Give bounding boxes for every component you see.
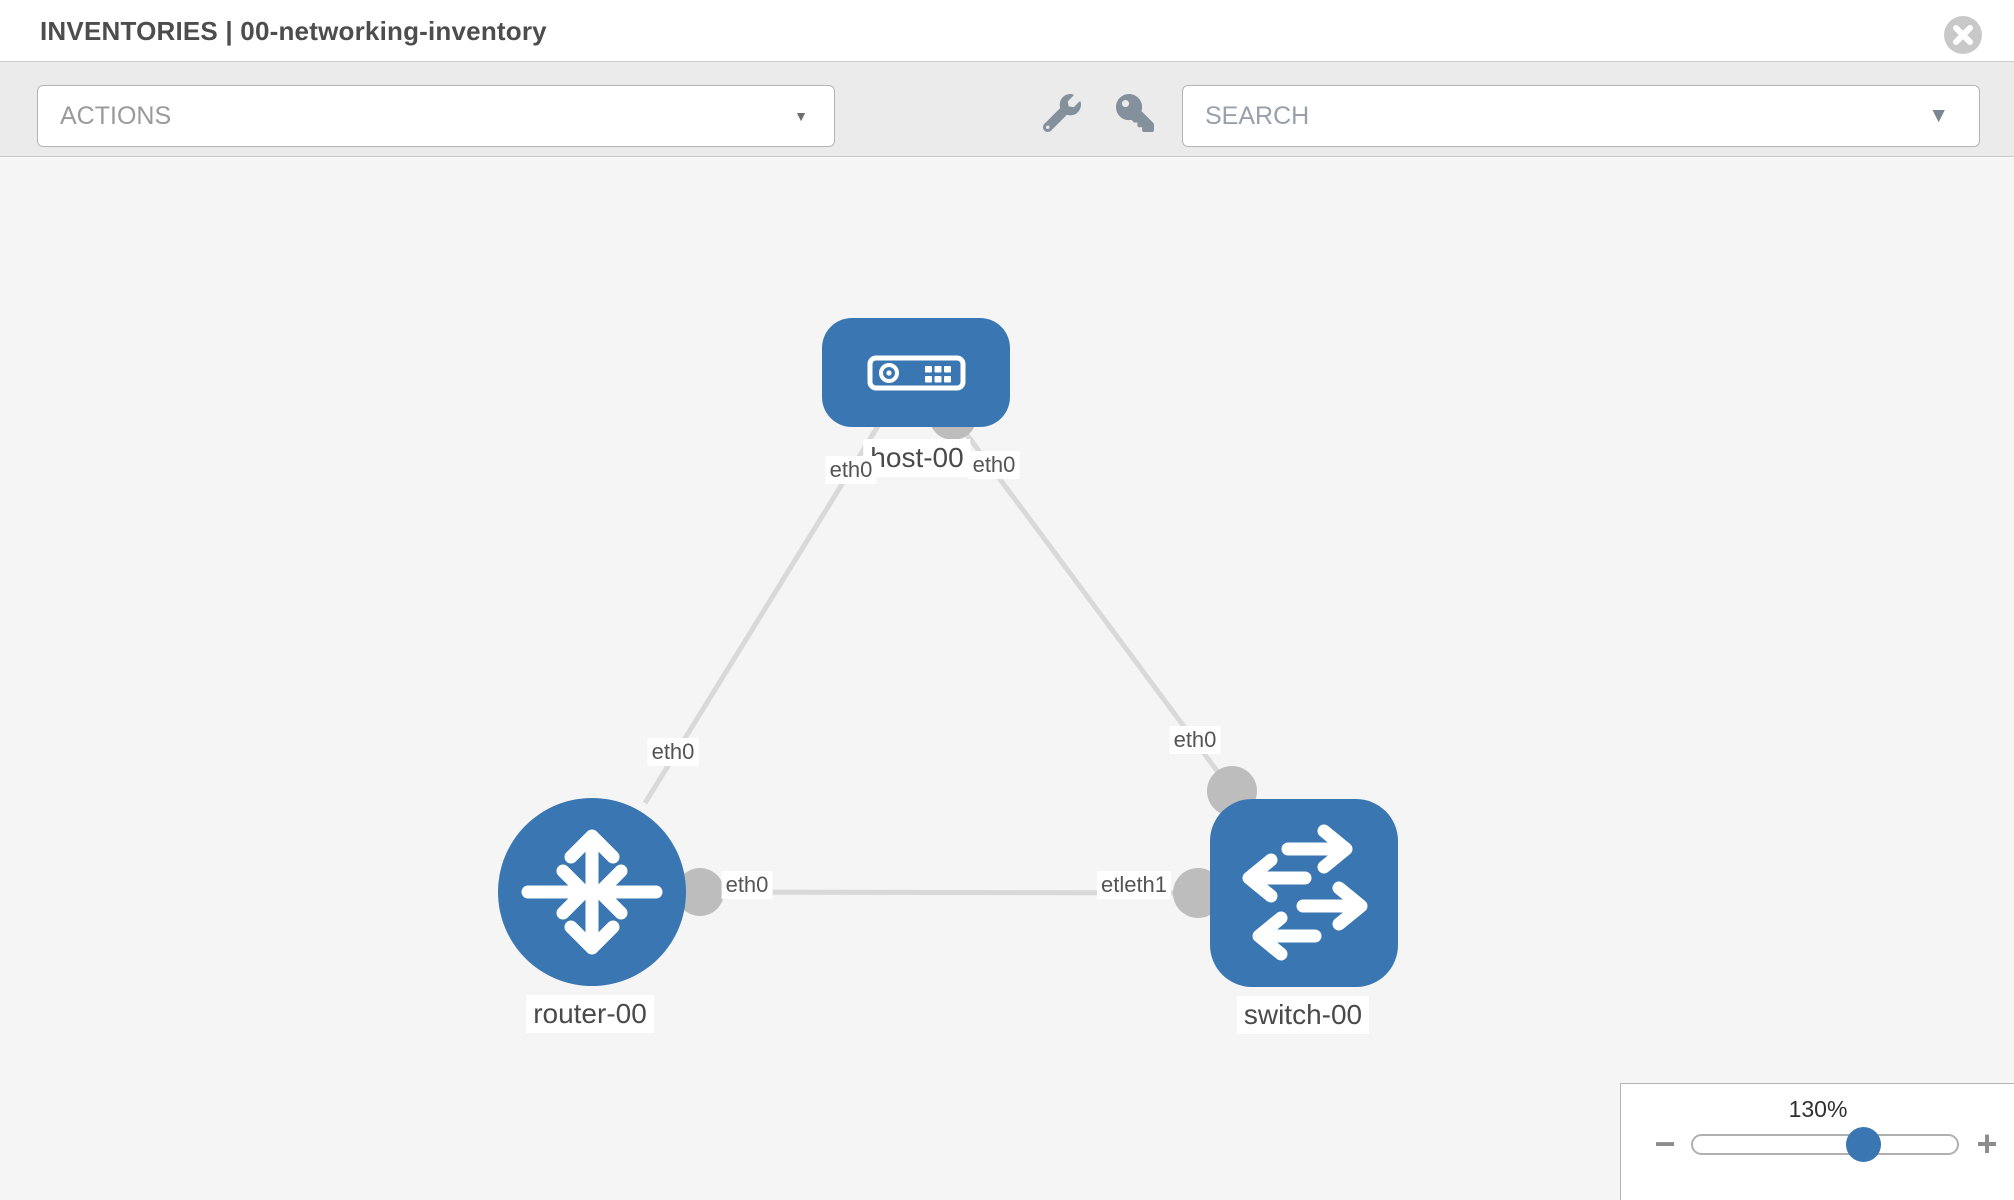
node-label-switch-00: switch-00 bbox=[1236, 996, 1370, 1034]
node-label-router-00: router-00 bbox=[526, 995, 654, 1033]
interface-label: eth0 bbox=[721, 871, 773, 899]
close-icon bbox=[1944, 16, 1982, 54]
interface-label: eth0 bbox=[1169, 726, 1221, 754]
switch-icon bbox=[1242, 824, 1368, 961]
node-switch-00[interactable] bbox=[1210, 799, 1398, 987]
interface-label: eth0 bbox=[647, 738, 699, 766]
host-icon bbox=[867, 355, 966, 391]
actions-dropdown-label: ACTIONS bbox=[60, 102, 172, 130]
zoom-level-value: 130% bbox=[1788, 1096, 1848, 1122]
node-host-00[interactable] bbox=[822, 318, 1010, 427]
actions-dropdown[interactable]: ACTIONS ▼ bbox=[37, 85, 835, 147]
close-button[interactable] bbox=[1944, 16, 1982, 54]
key-icon bbox=[1116, 94, 1154, 132]
node-label-host-00: host-00 bbox=[863, 439, 971, 477]
zoom-out-button[interactable]: − bbox=[1645, 1124, 1685, 1164]
link-endpoint[interactable] bbox=[676, 868, 724, 916]
search-dropdown-label: SEARCH bbox=[1205, 102, 1310, 130]
chevron-down-icon: ▼ bbox=[1928, 104, 1949, 127]
header: INVENTORIES | 00-networking-inventory bbox=[0, 0, 2014, 61]
interface-label: etleth1 bbox=[1096, 871, 1172, 899]
chevron-down-icon: ▼ bbox=[794, 108, 808, 124]
node-router-00[interactable] bbox=[498, 798, 686, 986]
zoom-slider-handle[interactable] bbox=[1846, 1127, 1881, 1162]
wrench-icon bbox=[1042, 94, 1081, 133]
interface-label: eth0 bbox=[968, 451, 1020, 479]
configure-button[interactable] bbox=[1039, 90, 1085, 136]
page-title: INVENTORIES | 00-networking-inventory bbox=[40, 16, 547, 46]
search-dropdown[interactable]: SEARCH ▼ bbox=[1182, 85, 1980, 147]
router-icon bbox=[521, 829, 663, 955]
interface-label: eth0 bbox=[825, 456, 877, 484]
zoom-control-panel: 130% − + bbox=[1620, 1083, 2014, 1200]
topology-canvas[interactable]: host-00 router-00 switch-00 eth0 eth0 et… bbox=[0, 158, 2014, 1200]
zoom-in-button[interactable]: + bbox=[1967, 1124, 2007, 1164]
topology-links-layer bbox=[642, 392, 1257, 918]
credentials-button[interactable] bbox=[1112, 90, 1158, 136]
toolbar: ACTIONS ▼ SEARCH ▼ bbox=[0, 61, 2014, 157]
zoom-slider-track[interactable] bbox=[1691, 1134, 1959, 1155]
